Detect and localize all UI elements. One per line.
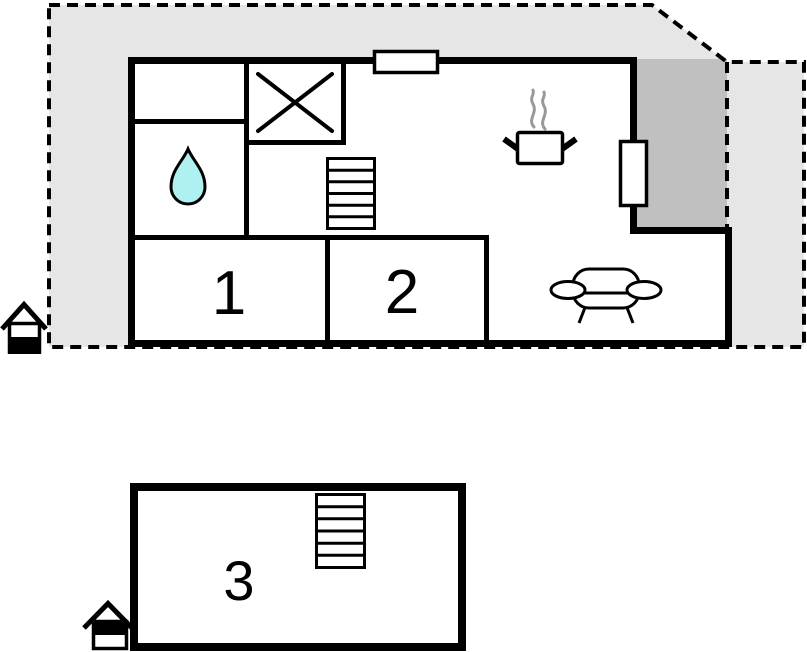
wall-bedrooms-top xyxy=(135,235,489,240)
cooking-pot-icon xyxy=(502,88,578,166)
wall-left-column xyxy=(244,64,249,240)
main-floor-interior xyxy=(135,64,725,340)
window-marker xyxy=(372,49,440,75)
wall-room2-right xyxy=(484,235,489,340)
plot-dashed-outline xyxy=(47,2,806,349)
room-3-label: 3 xyxy=(223,549,254,612)
pot-handle-right xyxy=(560,136,578,152)
sofa-icon xyxy=(549,267,663,324)
house-upper-band xyxy=(92,620,128,635)
wall-between-room1-room2 xyxy=(325,235,330,340)
pot-body xyxy=(515,130,565,166)
lower-floor-interior xyxy=(138,491,458,643)
stairs-icon-lower xyxy=(315,493,366,569)
room-1-label: 1 xyxy=(212,259,246,328)
room-2-label: 2 xyxy=(385,258,419,327)
sofa-armrest-right xyxy=(625,280,663,300)
cross-line-2 xyxy=(256,72,334,133)
terrace-area-covered xyxy=(637,59,727,232)
entrance-house-icon-lower xyxy=(82,599,134,651)
sofa-armrest-left xyxy=(549,280,587,300)
pot-handle-left xyxy=(502,136,520,152)
wall-storage-bathroom xyxy=(135,119,249,124)
house-roof xyxy=(0,300,48,331)
house-lower-band xyxy=(8,337,41,354)
water-drop-icon xyxy=(169,145,207,206)
house-roof xyxy=(82,599,134,630)
entrance-house-icon-main xyxy=(0,300,48,354)
crossed-square-icon xyxy=(256,72,334,133)
wall-shower-right xyxy=(341,64,346,145)
stairs-icon-main xyxy=(326,157,376,230)
steam-line xyxy=(530,88,536,129)
door-marker xyxy=(618,139,649,208)
steam-line xyxy=(541,90,547,131)
wall-shower-bottom xyxy=(244,140,346,145)
